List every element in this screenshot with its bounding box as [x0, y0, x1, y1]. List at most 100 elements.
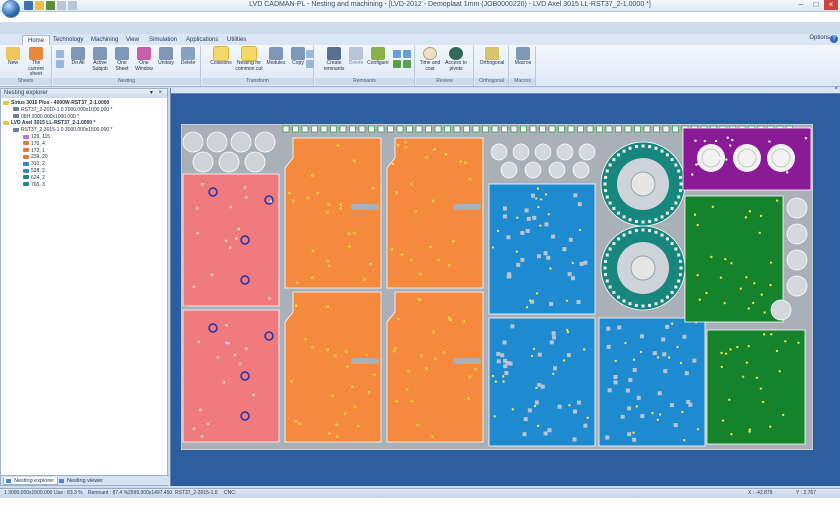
tree-sheet[interactable]: 06H 2000.000x1000.000 *	[3, 114, 167, 121]
round-part	[534, 143, 552, 161]
remnant-mini-icon[interactable]	[403, 50, 411, 58]
remnant-mini-icon[interactable]	[403, 60, 411, 68]
remnant-mini-icon[interactable]	[393, 60, 401, 68]
collisions-button[interactable]: Collisions	[210, 46, 232, 67]
green-detail	[760, 293, 763, 296]
tab-simulation[interactable]: Simulation	[149, 37, 178, 43]
blue-detail	[651, 411, 654, 415]
redo-icon[interactable]	[68, 1, 77, 10]
blue-cutout	[567, 272, 572, 277]
unitary-button[interactable]: Unitary	[155, 47, 177, 67]
tab-home[interactable]: Home	[22, 35, 51, 45]
orange-detail	[306, 196, 310, 200]
small-part	[672, 125, 679, 133]
blue-cutout	[583, 260, 588, 265]
configure-button[interactable]: Configure	[367, 47, 389, 67]
current-sheet-button[interactable]: The current sheet	[25, 47, 47, 78]
active-subjob-button[interactable]: Active Subjob	[89, 47, 111, 72]
access-pivots-button[interactable]: Access to pivots	[443, 47, 469, 72]
gear-tooth	[617, 237, 621, 241]
collisions-icon	[213, 46, 229, 61]
blue-cutout	[568, 237, 573, 242]
transform-mini-icon[interactable]	[306, 60, 314, 68]
green-detail	[724, 352, 728, 355]
panel-pin-icon[interactable]: ▾ ×	[149, 90, 164, 96]
tree-nest-item[interactable]: 765, 3	[3, 182, 167, 189]
gear-tooth	[678, 189, 682, 193]
tab-technology[interactable]: Technology	[53, 37, 84, 43]
orange-detail	[353, 159, 356, 162]
tree-nest-item[interactable]: 170, 4	[3, 141, 167, 148]
nesting-workspace[interactable]: ×	[170, 86, 840, 486]
green-detail	[755, 376, 759, 380]
macros-button[interactable]: Macros	[512, 47, 534, 67]
one-sheet-button[interactable]: One Sheet	[111, 47, 133, 72]
status-cnc: CNC:	[224, 490, 237, 496]
new-sheet-button[interactable]: New	[2, 47, 24, 67]
tree-nest-item[interactable]: 239, 20	[3, 154, 167, 161]
tree-nest-item[interactable]: 310, 2	[3, 161, 167, 168]
print-icon[interactable]	[46, 1, 55, 10]
tree-nest-item[interactable]: 129, 115	[3, 134, 167, 141]
delete-remnants-button[interactable]: Delete	[345, 47, 367, 67]
maximize-icon[interactable]: □	[813, 0, 819, 9]
common-cut-button[interactable]: Nesting for common cut	[234, 46, 264, 72]
pink-detail	[210, 273, 214, 277]
open-icon[interactable]	[35, 1, 44, 10]
one-window-button[interactable]: One Window	[133, 47, 155, 72]
save-icon[interactable]	[24, 1, 33, 10]
purple-detail	[731, 138, 734, 142]
pink-detail	[197, 340, 201, 343]
tab-machining[interactable]: Machining	[91, 37, 119, 43]
orange-detail	[390, 248, 393, 251]
tree-machine[interactable]: LVD Axel 3015 LL-RST37_2-1.0000 *	[3, 120, 167, 127]
blue-detail	[667, 356, 671, 359]
orange-detail	[395, 191, 398, 194]
green-detail	[753, 282, 756, 285]
modules-button[interactable]: Modules	[265, 47, 287, 67]
status-use: Use : 83.3 %	[54, 490, 83, 496]
sheet-icon	[13, 107, 19, 112]
close-icon[interactable]: ×	[824, 0, 838, 10]
time-cost-button[interactable]: Time and cost	[419, 47, 441, 72]
small-part	[387, 125, 394, 133]
tab-view[interactable]: View	[126, 37, 139, 43]
orthogonal-button[interactable]: Orthogonal	[478, 47, 506, 67]
help-icon[interactable]: ?	[830, 35, 838, 43]
application-menu-button[interactable]	[2, 0, 20, 18]
workspace-close-icon[interactable]: ×	[834, 86, 838, 92]
undo-icon[interactable]	[57, 1, 66, 10]
tree-nest-item[interactable]: 624, 2	[3, 175, 167, 182]
minimize-icon[interactable]: –	[798, 0, 804, 9]
nest-mini-icon[interactable]	[56, 60, 64, 68]
sheet-canvas[interactable]	[181, 124, 813, 450]
remnant-mini-icon[interactable]	[393, 50, 401, 58]
tab-utilities[interactable]: Utilities	[227, 37, 247, 43]
transform-mini-icon[interactable]	[306, 50, 314, 58]
orange-detail	[343, 412, 347, 415]
tab-nesting-viewer[interactable]: Nesting viewer	[57, 477, 106, 485]
small-part	[491, 125, 499, 133]
copy-button[interactable]: Copy	[287, 47, 309, 67]
delete-nest-button[interactable]: Delete	[177, 47, 199, 67]
tree-nest-item[interactable]: 172, 1	[3, 148, 167, 155]
green-detail	[778, 369, 781, 373]
tab-applications[interactable]: Applications	[186, 37, 219, 43]
gear-tooth	[617, 153, 621, 157]
create-remnants-button[interactable]: Create remnants	[321, 47, 347, 72]
small-part	[368, 125, 375, 133]
small-part	[586, 125, 594, 133]
tree-machine[interactable]: Sirius 3015 Plus - 4000W-RST37_2-1.0000	[3, 100, 167, 107]
tree-nest-item[interactable]: 528, 2	[3, 168, 167, 175]
do-all-button[interactable]: Do All	[67, 47, 89, 67]
orange-detail	[326, 348, 329, 351]
nest-mini-icon[interactable]	[56, 50, 64, 58]
blue-detail	[539, 224, 542, 227]
folder-icon	[3, 121, 9, 126]
tab-nesting-explorer[interactable]: Nesting explorer	[3, 477, 59, 485]
orange-detail	[353, 405, 357, 409]
tree-sheet[interactable]: RST37_2-2010-1.0 2000.000x1000.000 *	[3, 107, 167, 114]
options-menu[interactable]: Options	[809, 35, 830, 41]
bolt-hole	[208, 187, 218, 197]
tree-sheet[interactable]: RST37_2-3015-1.0 3000.000x1500.000 *	[3, 127, 167, 134]
